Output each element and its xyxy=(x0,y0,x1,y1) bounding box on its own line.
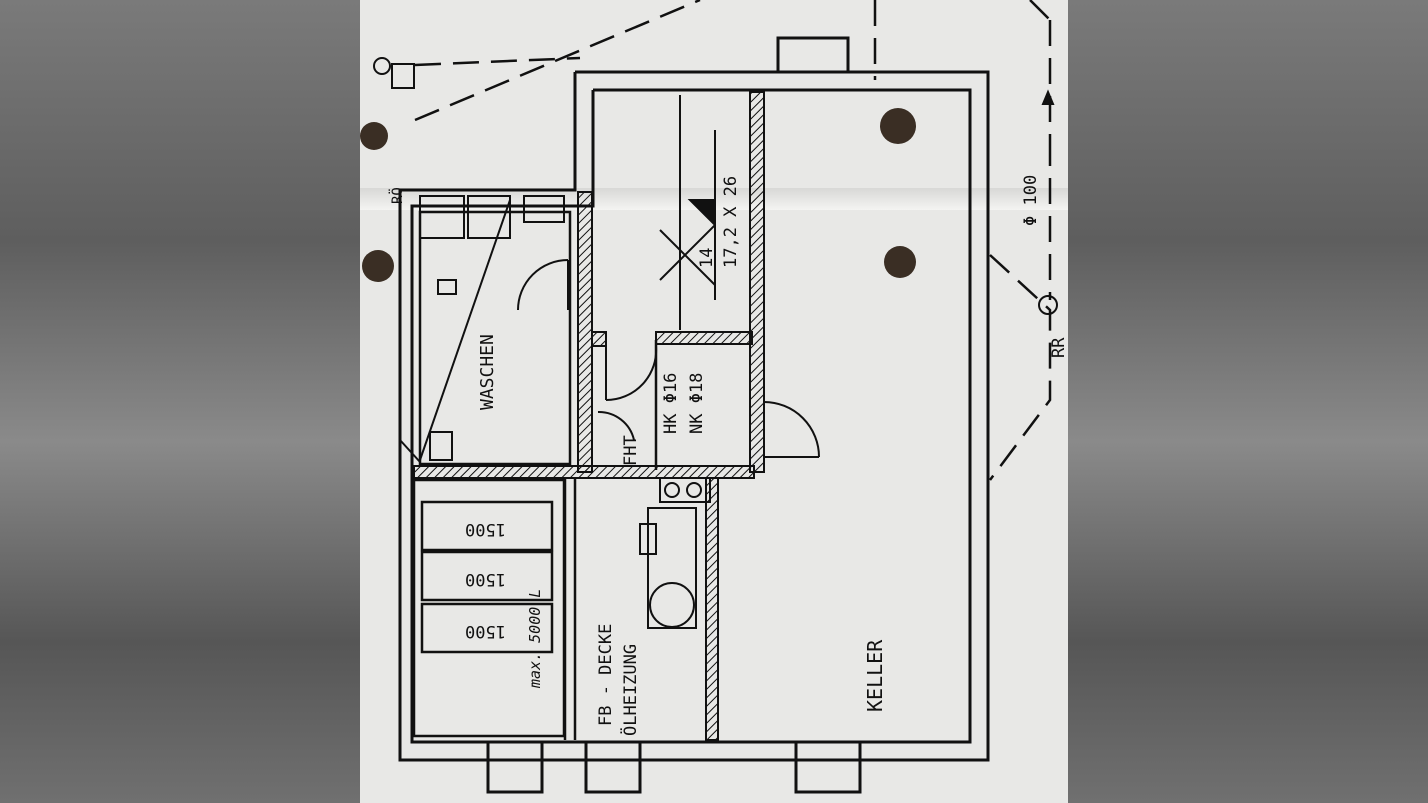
label-hk: HK Φ16 xyxy=(661,373,681,434)
boiler xyxy=(639,477,711,629)
doors xyxy=(517,259,820,458)
room-label-oelheizung: ÖLHEIZUNG xyxy=(619,644,641,736)
tank-label-2: 1500 xyxy=(465,569,506,589)
punch-holes xyxy=(360,108,916,282)
floor-plan-drawing: WASCHEN KELLER FB - DECKE ÖLHEIZUNG FHT … xyxy=(360,0,1068,794)
tank-label-3: 1500 xyxy=(465,621,506,641)
background-right xyxy=(1068,0,1428,803)
label-nk: NK Φ18 xyxy=(687,373,707,434)
dashed-lines xyxy=(414,0,1052,481)
background-left xyxy=(0,0,360,803)
tank-note: max. 5000 L xyxy=(526,589,544,689)
laundry-fixtures xyxy=(419,195,565,461)
label-ro: RÖ xyxy=(388,187,406,204)
stair xyxy=(659,95,716,330)
floor-plan-sheet: WASCHEN KELLER FB - DECKE ÖLHEIZUNG FHT … xyxy=(360,0,1068,803)
inner-walls xyxy=(413,91,765,741)
tank-label-1: 1500 xyxy=(465,519,506,539)
room-label-keller: KELLER xyxy=(863,639,887,712)
label-pipe: Φ 100 xyxy=(1021,175,1041,226)
symbols xyxy=(373,57,1058,463)
room-label-fb-decke: FB - DECKE xyxy=(596,624,616,726)
oil-tanks xyxy=(412,478,566,738)
label-stair-bottom: 17,2 X 26 xyxy=(721,176,741,268)
label-rr: RR xyxy=(1049,337,1068,358)
room-label-waschen: WASCHEN xyxy=(477,334,498,410)
label-fht: FHT xyxy=(621,435,641,466)
label-stair-top: 14 xyxy=(697,248,717,268)
